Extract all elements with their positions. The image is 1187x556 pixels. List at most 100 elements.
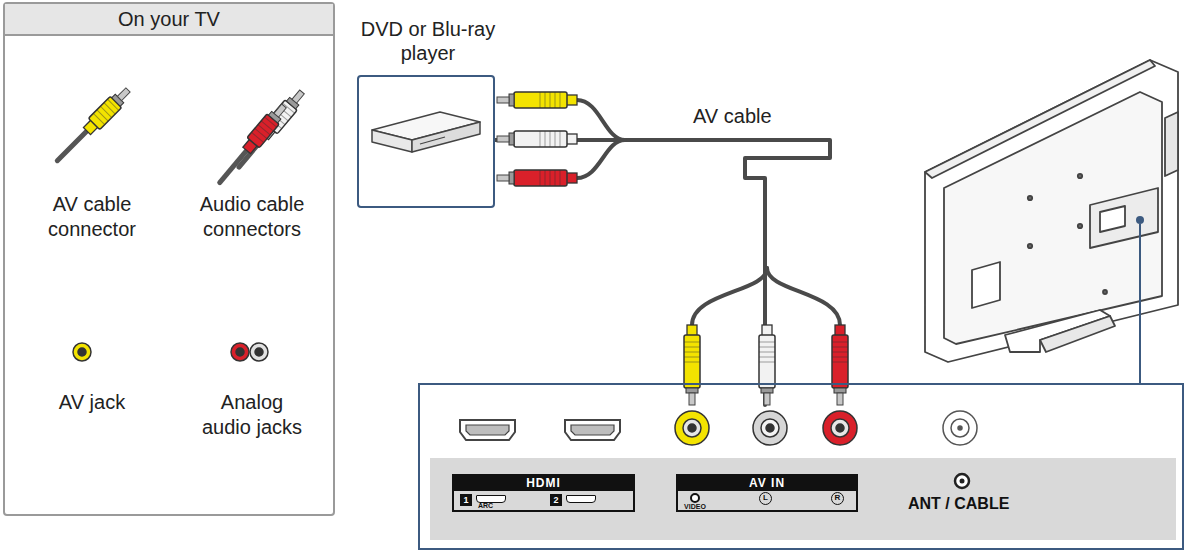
plug-body [832,335,848,388]
caption-label: Analog audio jacks [196,390,308,440]
grip-ridge [832,342,848,343]
grip-ridge [550,92,551,108]
plug-collar [761,388,773,393]
grip-ridge [540,92,541,108]
grip-ridge [759,362,775,363]
plug-body [684,335,700,388]
grip-ridge [97,110,108,121]
plug-tip [292,90,304,103]
plug-group [52,84,848,405]
plug-body [759,335,775,388]
grip-ridge [684,342,700,343]
cable [220,149,248,183]
rca-plug [214,101,291,188]
grip-ridge [684,352,700,353]
grip-ridge [258,125,270,135]
port-icon [476,495,506,503]
plug-body [514,131,567,147]
port-name: VIDEO [680,503,710,511]
plug-collar [509,172,514,184]
grip-ridge [832,357,848,358]
cable-branch [577,100,840,325]
port-name: R [831,492,844,505]
grip-ridge [93,113,104,124]
hdmi-group: HDMI 1ARC 2 [452,474,635,512]
grip-ridge [684,347,700,348]
device-heading: DVD or Blu-ray player [347,17,509,65]
grip-ridge [545,131,546,147]
group-heading: AV IN [678,476,856,491]
caption-label: Audio cable connectors [177,192,327,242]
label-strip [430,458,1176,540]
caption-label: AV cable connector [27,192,157,242]
port-label: ANT / CABLE [908,494,1038,514]
plug-collar [509,133,514,145]
grip-ridge [555,131,556,147]
plug-body [514,170,567,186]
player-box: DVD or Blu-ray player [357,75,495,208]
rca-plug [684,325,700,405]
jack-symbol [690,493,700,503]
plug-body [514,92,567,108]
grip-ridge [540,170,541,186]
grip-ridge [560,92,561,108]
grip-ridge [759,352,775,353]
grip-ridge [759,347,775,348]
leader-dot [1136,216,1144,224]
rca-plug [233,87,308,172]
grip-ridge [560,131,561,147]
grip-ridge [550,170,551,186]
plug-collar [686,388,698,393]
av-cable [495,140,830,405]
grip-ridge [759,357,775,358]
rca-plug [759,325,775,405]
plug-collar [834,388,846,393]
grip-ridge [832,362,848,363]
tv-info-panel: On your TV [3,2,335,516]
grip-ridge [832,352,848,353]
grip-ridge [540,131,541,147]
av-in-group: AV IN VIDEO L R [668,405,866,514]
cable-label: AV cable [690,104,775,128]
grip-ridge [555,170,556,186]
grip-ridge [555,92,556,108]
port-note: ARC [478,502,508,510]
port-number: 1 [460,494,472,506]
coax-jack [943,411,977,488]
plug-collar [509,94,514,106]
rca-plug [497,131,577,147]
caption-label: AV jack [37,390,147,415]
cable [57,130,88,161]
grip-ridge [684,362,700,363]
port-name: L [759,492,772,505]
rca-plug [832,325,848,405]
grip-ridge [759,342,775,343]
plug-tip [689,393,695,405]
grip-ridge [560,170,561,186]
hdmi-port [460,420,620,440]
grip-ridge [100,106,111,117]
connection-panel: ANT / CABLE HDMI 1ARC 2 AV IN VIDEO L R [418,383,1184,550]
plug-tip [497,136,509,142]
av-jack [675,411,857,445]
grip-ridge [261,121,273,131]
plug-tip [117,88,130,101]
grip-ridge [832,347,848,348]
plug-tip [837,393,843,405]
port-icon [566,495,596,503]
leader-line [1139,224,1141,383]
group-heading: HDMI [454,476,633,491]
grip-ridge [255,128,267,138]
grip-ridge [252,132,264,142]
grip-ridge [104,103,115,114]
player-icon [372,112,480,152]
grip-ridge [550,131,551,147]
port-number: 2 [550,494,562,506]
rca-plug [497,170,577,186]
rca-plug [497,92,577,108]
panel-heading: On your TV [5,4,333,36]
grip-ridge [545,92,546,108]
plug-tip [497,175,509,181]
